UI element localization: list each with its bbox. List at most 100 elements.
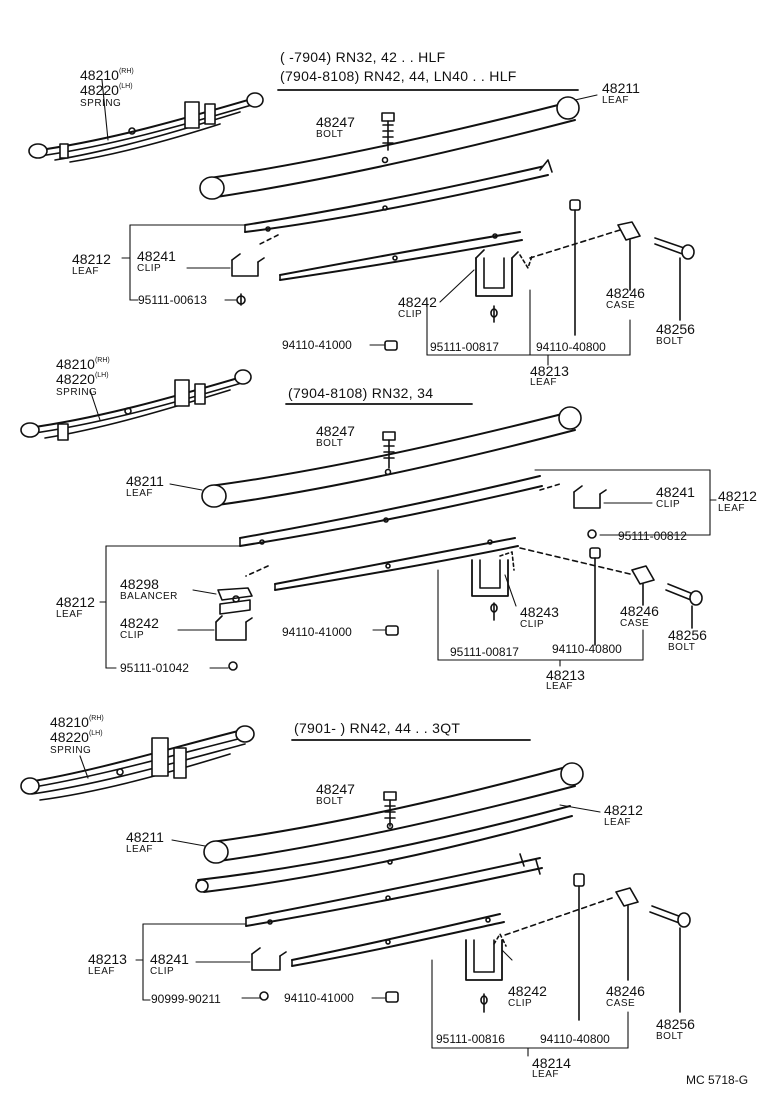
spring-caption: SPRING — [80, 98, 122, 109]
part-48246-caption: CASE — [620, 618, 650, 629]
part-95111-00817: 95111-00817 — [450, 645, 519, 659]
clip-48243-icon — [471, 551, 515, 597]
part-48212-caption: LEAF — [718, 503, 746, 514]
section-header-line-1: (7904-8108) RN32, 34 — [288, 385, 434, 401]
section-header-line-2: (7904-8108) RN42, 44, LN40 . . HLF — [280, 68, 517, 84]
center-bolt-icon — [382, 431, 396, 469]
balancer-icon — [217, 587, 253, 615]
side-tag: (RH) — [94, 357, 110, 364]
clip-48242-icon — [475, 249, 533, 297]
part-94110-41000: 94110-41000 — [282, 625, 352, 639]
part-48256-number: 48256 — [656, 321, 695, 337]
part-48213-caption: LEAF — [88, 966, 116, 977]
part-48247-number: 48247 — [316, 423, 355, 439]
part-48213-caption: LEAF — [546, 681, 574, 692]
spring-lh-label: 48220(LH) — [56, 372, 109, 386]
second-leaf-icon — [239, 475, 561, 577]
small-fasteners-icon — [228, 529, 601, 671]
spring-assembly-icon — [28, 92, 264, 163]
clip-48241-icon — [231, 253, 265, 277]
part-48212-caption: LEAF — [72, 266, 100, 277]
spring-caption: SPRING — [50, 745, 92, 756]
center-bolt-icon — [383, 791, 397, 827]
part-48256-caption: BOLT — [656, 336, 684, 347]
part-94110-40800: 94110-40800 — [536, 340, 606, 354]
section-2-drawing — [20, 369, 717, 671]
part-48242-caption: CLIP — [120, 630, 145, 641]
part-48212-number: 48212 — [604, 802, 643, 818]
part-48242-number: 48242 — [120, 615, 159, 631]
spring-rh-label: 48210(RH) — [56, 357, 110, 371]
part-48256-number: 48256 — [656, 1016, 695, 1032]
part-48241-caption: CLIP — [150, 966, 175, 977]
part-48247-caption: BOLT — [316, 796, 344, 807]
part-48242-caption: CLIP — [508, 998, 533, 1009]
part-48211-caption: LEAF — [126, 488, 154, 499]
section-2-leaders — [89, 389, 717, 669]
part-48214-number: 48214 — [532, 1055, 571, 1071]
part-48256-number: 48256 — [668, 627, 707, 643]
part-48241-number: 48241 — [656, 484, 695, 500]
part-95111-01042: 95111-01042 — [120, 661, 189, 675]
part-95111-00613: 95111-00613 — [138, 293, 207, 307]
main-leaf-icon — [199, 96, 580, 200]
part-48298-caption: BALANCER — [120, 591, 178, 602]
part-48213-caption: LEAF — [530, 377, 558, 388]
part-48212-number: 48212 — [72, 251, 111, 267]
part-number: 48210 — [80, 67, 119, 83]
part-94110-40800: 94110-40800 — [552, 642, 622, 656]
clip-48242-icon — [465, 933, 507, 981]
center-bolt-icon — [381, 112, 395, 151]
part-48211-number: 48211 — [126, 473, 164, 489]
part-48256-caption: BOLT — [656, 1031, 684, 1042]
clip-48241-icon — [251, 947, 287, 971]
case-and-bolt-icon — [504, 887, 691, 1013]
clip-48241-icon — [573, 485, 607, 509]
part-95111-00817: 95111-00817 — [430, 340, 499, 354]
part-48247-number: 48247 — [316, 781, 355, 797]
part-94110-41000: 94110-41000 — [282, 338, 352, 352]
side-tag: (LH) — [118, 83, 133, 90]
section-1-drawing — [28, 79, 695, 366]
second-leaf-icon — [195, 805, 573, 893]
part-48212-caption: LEAF — [56, 609, 84, 620]
part-48247-number: 48247 — [316, 114, 355, 130]
part-48256-caption: BOLT — [668, 642, 696, 653]
part-number: 48210 — [50, 714, 89, 730]
section-header-line-1: (7901- ) RN42, 44 . . 3QT — [294, 720, 461, 736]
spring-assembly-icon — [20, 725, 255, 801]
diagram-reference-code: MC 5718-G — [686, 1073, 749, 1087]
part-94110-41000: 94110-41000 — [284, 991, 354, 1005]
side-tag: (RH) — [88, 715, 104, 722]
part-48211-caption: LEAF — [126, 844, 154, 855]
part-48298-number: 48298 — [120, 576, 159, 592]
part-48246-number: 48246 — [606, 285, 645, 301]
part-48247-caption: BOLT — [316, 129, 344, 140]
part-48242-number: 48242 — [508, 983, 547, 999]
small-fasteners-icon — [236, 199, 581, 351]
part-48242-number: 48242 — [398, 294, 437, 310]
spring-rh-label: 48210(RH) — [50, 715, 104, 729]
spring-lh-label: 48220(LH) — [50, 730, 103, 744]
main-leaf-icon — [203, 762, 584, 864]
section-header-line-1: ( -7904) RN32, 42 . . HLF — [280, 49, 446, 65]
main-leaf-icon — [201, 406, 582, 508]
part-94110-40800: 94110-40800 — [540, 1032, 610, 1046]
section-3-leaders — [79, 755, 629, 1057]
part-48213-number: 48213 — [88, 951, 127, 967]
part-number: 48220 — [80, 82, 119, 98]
third-leaf-icon — [245, 853, 543, 927]
part-48214-caption: LEAF — [532, 1069, 560, 1080]
spring-caption: SPRING — [56, 387, 98, 398]
part-48213-number: 48213 — [530, 363, 569, 379]
part-95111-00812: 95111-00812 — [618, 529, 687, 543]
part-number: 48220 — [56, 371, 95, 387]
spring-lh-label: 48220(LH) — [80, 83, 133, 97]
small-fasteners-icon — [259, 873, 585, 1021]
part-48213-number: 48213 — [546, 667, 585, 683]
part-90999-90211: 90999-90211 — [151, 992, 221, 1006]
part-48241-number: 48241 — [150, 951, 189, 967]
part-48246-caption: CASE — [606, 300, 636, 311]
